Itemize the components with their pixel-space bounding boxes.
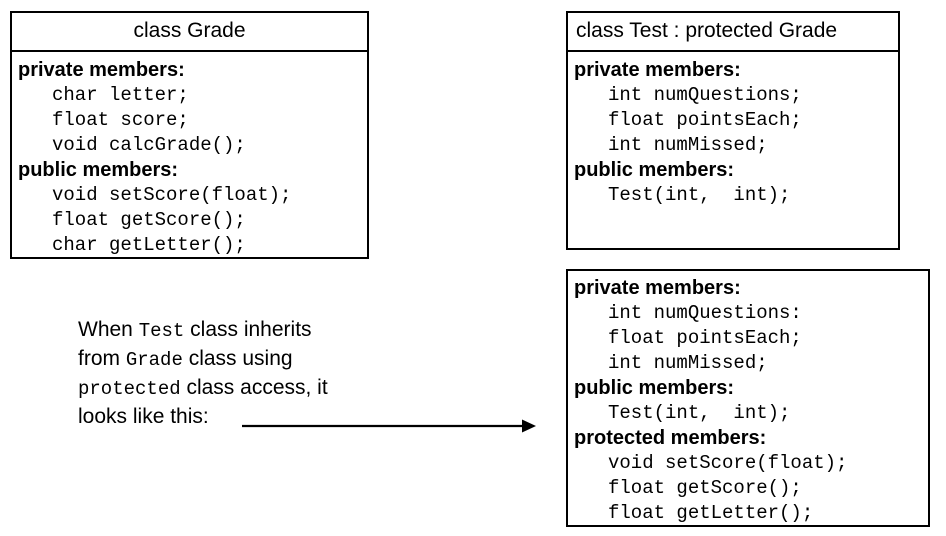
member-code-line: Test(int, int);: [608, 184, 791, 206]
class-body-grade: private members: char letter; float scor…: [12, 52, 367, 262]
class-header-grade: class Grade: [12, 13, 367, 52]
member-code-line: float getScore();: [52, 209, 246, 231]
class-box-test: class Test : protected Grade private mem…: [566, 11, 900, 250]
caption-line-2: from Grade class using: [78, 345, 418, 374]
member-code-line: float getLetter();: [608, 502, 814, 524]
caption-text-run: looks like this:: [78, 405, 209, 428]
member-code-line: float getScore();: [608, 477, 802, 499]
member-section: public members: Test(int, int);: [574, 158, 892, 208]
caption-code-term: protected: [78, 378, 181, 400]
member-section-label: private members:: [18, 59, 185, 81]
explanation-caption: When Test class inherits from Grade clas…: [78, 316, 418, 430]
member-section: private members: int numQuestions; float…: [574, 58, 892, 158]
caption-line-1: When Test class inherits: [78, 316, 418, 345]
member-section-label: public members:: [574, 377, 735, 399]
member-code-line: float score;: [52, 109, 189, 131]
caption-code-term: Grade: [125, 349, 183, 371]
caption-line-3: protected class access, it: [78, 374, 418, 403]
member-section: protected members: void setScore(float);…: [574, 426, 922, 526]
member-code-line: Test(int, int);: [608, 402, 791, 424]
class-box-test-inherited: private members: int numQuestions: float…: [566, 269, 930, 527]
member-code-line: void calcGrade();: [52, 134, 246, 156]
member-code-line: int numQuestions;: [608, 84, 802, 106]
caption-text-run: class inherits: [184, 318, 312, 341]
member-section: private members: char letter; float scor…: [18, 58, 361, 158]
member-code-line: char getLetter();: [52, 234, 246, 256]
member-code-line: int numMissed;: [608, 134, 768, 156]
caption-text-run: class access, it: [180, 376, 328, 399]
caption-text-run: class using: [182, 347, 293, 370]
member-code-line: char letter;: [52, 84, 189, 106]
caption-text-run: from: [78, 347, 126, 370]
member-section-label: private members:: [574, 277, 741, 299]
member-section-label: public members:: [574, 159, 735, 181]
inheritance-arrow: [242, 419, 536, 433]
class-box-grade: class Grade private members: char letter…: [10, 11, 369, 259]
member-section: public members: void setScore(float); fl…: [18, 158, 361, 258]
member-section: public members: Test(int, int);: [574, 376, 922, 426]
caption-line-4: looks like this:: [78, 403, 418, 430]
member-section-label: public members:: [18, 159, 179, 181]
member-section-label: private members:: [574, 59, 741, 81]
class-body-test: private members: int numQuestions; float…: [568, 52, 898, 212]
member-section: private members: int numQuestions: float…: [574, 276, 922, 376]
caption-text-run: When: [78, 318, 139, 341]
member-section-label: protected members:: [574, 427, 767, 449]
class-header-test: class Test : protected Grade: [568, 13, 898, 52]
class-body-test-inherited: private members: int numQuestions: float…: [568, 271, 928, 530]
member-code-line: void setScore(float);: [608, 452, 848, 474]
member-code-line: int numMissed;: [608, 352, 768, 374]
member-code-line: void setScore(float);: [52, 184, 292, 206]
member-code-line: float pointsEach;: [608, 327, 802, 349]
member-code-line: int numQuestions:: [608, 302, 802, 324]
caption-code-term: Test: [138, 320, 185, 342]
member-code-line: float pointsEach;: [608, 109, 802, 131]
